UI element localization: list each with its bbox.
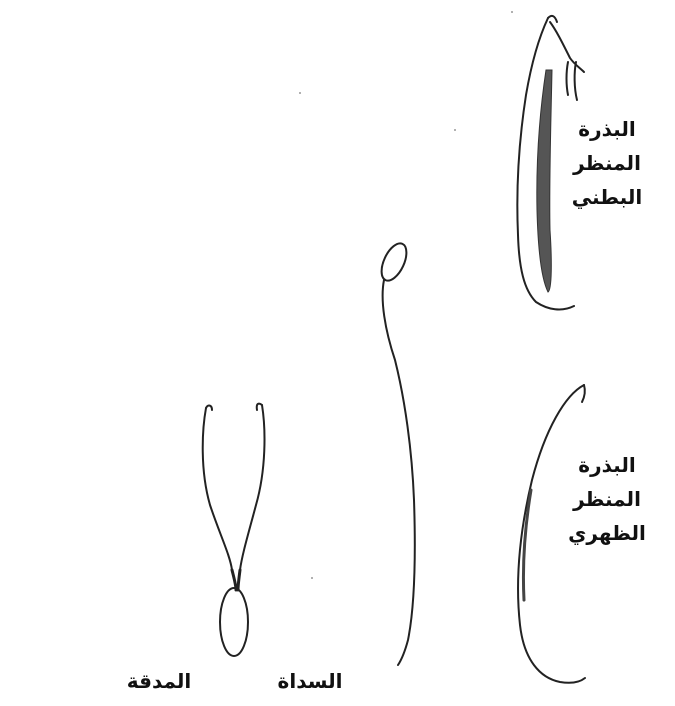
pistil-neck [232,570,240,590]
seed-dorsal-shading [523,490,531,600]
seed-ventral-label-line3: البطني [562,180,652,214]
stamen-drawing [376,240,414,665]
seed-dorsal-label-line2: المنظر [562,482,652,516]
seed-ventral-label-line1: البذرة [562,112,652,146]
pistil-right-tip [257,404,262,410]
stamen-filament [383,280,415,665]
seed-dorsal-label-line1: البذرة [562,448,652,482]
seed-dorsal-tip [582,385,585,402]
paper-specks [299,11,513,579]
seed-ventral-view-label: البذرة المنظر البطني [562,112,652,214]
stamen-label: السداة [250,664,370,698]
pistil-ovary [220,588,248,656]
pistil-right-branch [240,405,264,570]
seed-ventral-tip [548,16,557,22]
pistil-left-tip [206,406,212,410]
stamen-anther [376,240,411,285]
pistil-label: المدقة [84,664,234,698]
seed-ventral-label-line2: المنظر [562,146,652,180]
pistil-drawing [203,404,265,656]
pistil-left-branch [203,408,232,570]
seed-dorsal-label-line3: الظهري [562,516,652,550]
seed-ventral-shading [537,70,552,292]
seed-ventral-rib [567,62,569,95]
seed-ventral-rib-2 [575,62,577,100]
seed-dorsal-view-label: البذرة المنظر الظهري [562,448,652,550]
